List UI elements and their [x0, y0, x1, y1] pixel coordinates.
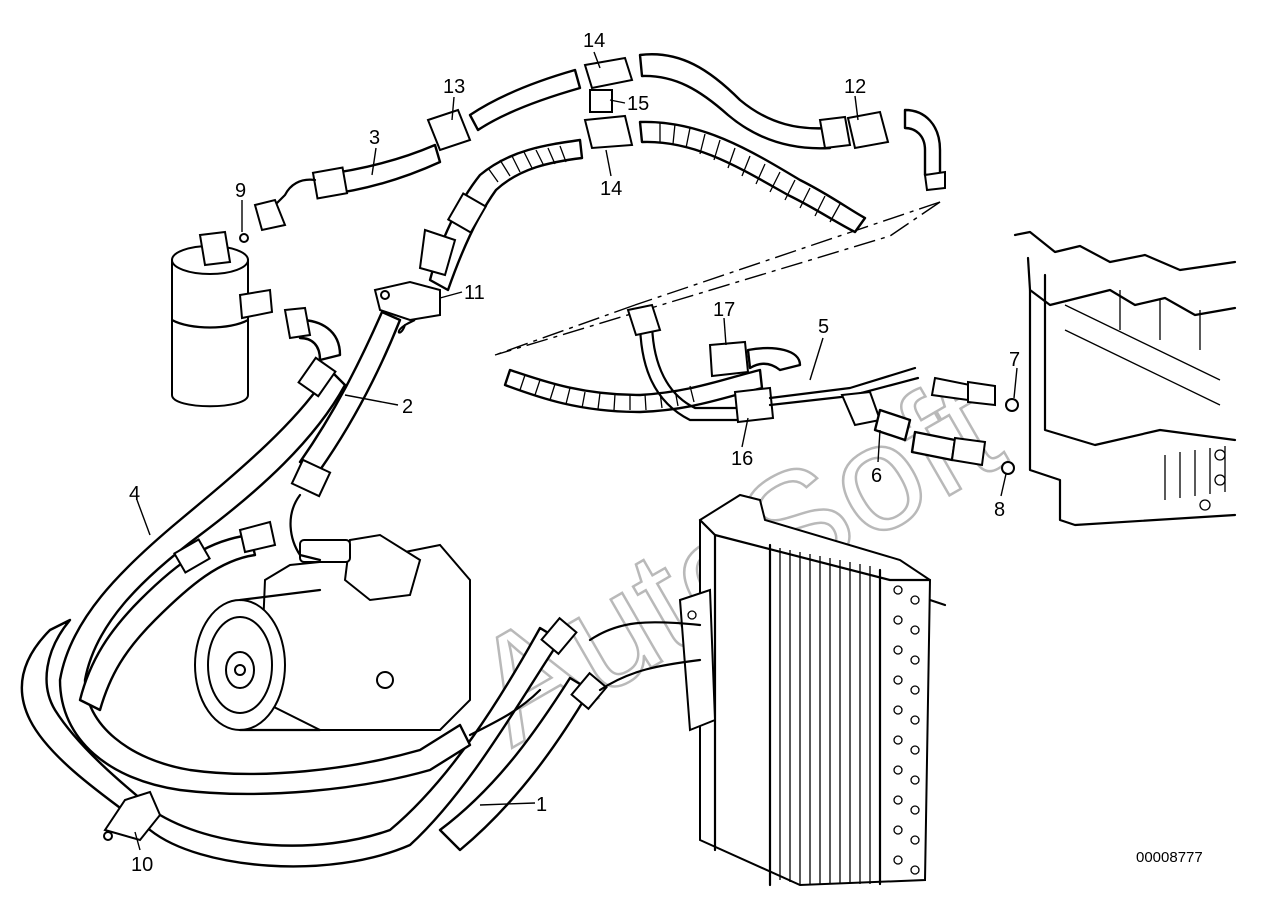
hose-1 [20, 616, 702, 868]
spiral-hose-upper [418, 138, 584, 292]
callout-11: 11 [464, 282, 485, 304]
callout-labels: 1 2 3 4 5 6 7 8 9 10 11 12 13 14 14 15 1… [129, 30, 1020, 876]
hose-top-right [638, 53, 946, 192]
leader-lines [134, 51, 1018, 851]
spiral-hose-right [638, 120, 867, 234]
callout-5: 5 [818, 316, 829, 338]
callout-13: 13 [443, 76, 465, 98]
compressor-hose [78, 520, 277, 712]
hose-2 [289, 310, 402, 562]
callout-16: 16 [731, 448, 753, 470]
callout-15: 15 [627, 93, 649, 115]
callout-7: 7 [1009, 349, 1020, 371]
callout-9: 9 [235, 180, 246, 202]
compressor [194, 533, 471, 732]
callout-14-bottom: 14 [600, 178, 622, 200]
callout-4: 4 [129, 483, 140, 505]
callout-8: 8 [994, 499, 1005, 521]
condenser [678, 493, 947, 887]
dash-dot-frame [494, 201, 941, 356]
callout-14-top: 14 [583, 30, 605, 52]
callout-10: 10 [131, 854, 153, 876]
callout-1: 1 [536, 794, 547, 816]
callout-6: 6 [871, 465, 882, 487]
clamp-10 [103, 790, 162, 842]
clamp-11 [373, 280, 441, 334]
receiver-drier [170, 230, 274, 408]
evaporator-housing [1013, 230, 1237, 527]
hose-3 [253, 143, 442, 232]
evaporator-lines [503, 303, 1019, 475]
drier-fitting [283, 306, 342, 362]
hose-top-middle [426, 56, 634, 152]
callout-3: 3 [369, 127, 380, 149]
callout-17: 17 [713, 299, 735, 321]
hose-4 [58, 356, 542, 796]
callout-2: 2 [402, 396, 413, 418]
diagram-code: 00008777 [1136, 849, 1203, 866]
callout-12: 12 [844, 76, 866, 98]
